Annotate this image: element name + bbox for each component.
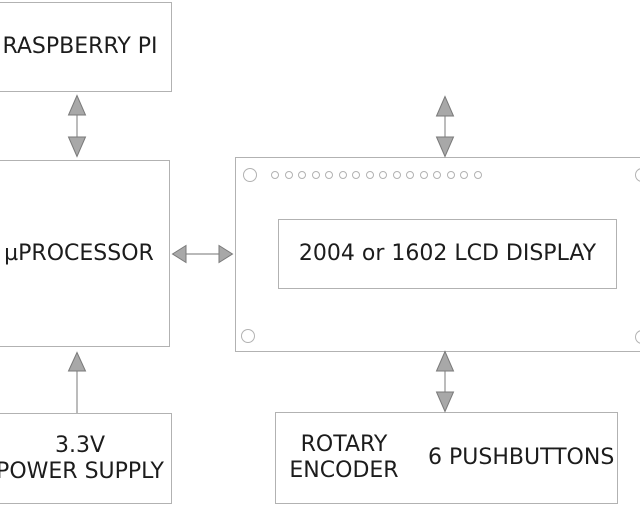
power-supply-voltage: 3.3V	[54, 432, 106, 458]
mounting-hole-bottom-left	[241, 329, 255, 343]
arrow-lcd-input-panel	[435, 350, 455, 413]
pushbuttons-label: 6 PUSHBUTTONS	[428, 445, 615, 470]
lcd-display-area: 2004 or 1602 LCD DISPLAY	[278, 219, 617, 289]
lcd-pin	[433, 171, 441, 179]
mounting-hole-top-right	[635, 168, 640, 182]
arrow-power-supply-microprocessor	[67, 351, 87, 413]
lcd-pin	[352, 171, 360, 179]
lcd-pin	[338, 171, 347, 179]
lcd-pin	[460, 171, 468, 179]
raspberry-pi-block: RASPBERRY PI	[0, 2, 172, 92]
rotary-encoder-line2: ENCODER	[289, 458, 399, 483]
lcd-display-label: 2004 or 1602 LCD DISPLAY	[298, 241, 597, 266]
lcd-pin-row	[271, 171, 482, 179]
power-supply-label: 3.3V POWER SUPPLY	[0, 433, 164, 485]
power-supply-block: 3.3V POWER SUPPLY	[0, 413, 172, 504]
lcd-pin	[365, 171, 374, 179]
rotary-encoder-label: ROTARY ENCODER	[276, 432, 412, 484]
lcd-pin	[392, 171, 401, 179]
power-supply-name: POWER SUPPLY	[0, 458, 164, 484]
mounting-hole-top-left	[243, 168, 257, 182]
lcd-pin	[298, 171, 306, 179]
lcd-pin	[379, 171, 387, 179]
lcd-pin	[406, 171, 414, 179]
lcd-pin	[446, 171, 455, 179]
arrow-lcd-top	[435, 95, 455, 158]
lcd-pin	[325, 171, 333, 179]
arrow-microprocessor-lcd	[171, 244, 234, 264]
input-panel-block: ROTARY ENCODER 6 PUSHBUTTONS	[275, 412, 618, 504]
lcd-pin	[284, 171, 293, 179]
lcd-pin	[271, 171, 279, 179]
lcd-pin	[311, 171, 320, 179]
raspberry-pi-label: RASPBERRY PI	[2, 34, 158, 59]
microprocessor-label: µPROCESSOR	[4, 240, 154, 266]
arrow-rpi-microprocessor	[67, 94, 87, 158]
microprocessor-block: µPROCESSOR	[0, 160, 170, 347]
lcd-pin	[473, 171, 482, 179]
lcd-module-block: 2004 or 1602 LCD DISPLAY	[235, 157, 640, 352]
lcd-pin	[419, 171, 428, 179]
mounting-hole-bottom-right	[635, 330, 640, 344]
rotary-encoder-line1: ROTARY	[300, 432, 388, 457]
